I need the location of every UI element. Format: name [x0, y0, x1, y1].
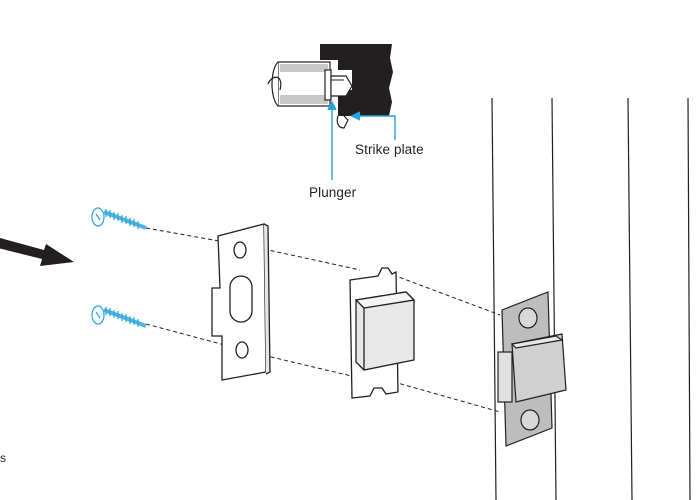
door-jamb: [491, 97, 691, 500]
strike-plate-part: [211, 223, 271, 381]
screw-icon: [91, 207, 147, 328]
alignment-lines: [145, 227, 501, 413]
screw-hole-top: [233, 241, 247, 259]
arrow-icon: [0, 238, 74, 266]
screw-hole-bottom: [235, 341, 249, 359]
latch-cylinder: [267, 61, 331, 107]
plunger-label: Plunger: [309, 185, 357, 200]
plunger-tip: [330, 75, 353, 97]
installed-strike: [497, 291, 567, 447]
strike-lip: [336, 115, 349, 129]
plunger-slot: [229, 275, 253, 323]
latch-faceplate: [324, 69, 332, 101]
cropped-text-fragment: s: [0, 451, 6, 465]
strike-box-part: [349, 267, 416, 399]
door-edge-block: [320, 44, 393, 116]
strike-plate-label: Strike plate: [355, 142, 424, 157]
callout-leaders: [327, 100, 396, 180]
plunger-detail-inset: [267, 44, 396, 180]
